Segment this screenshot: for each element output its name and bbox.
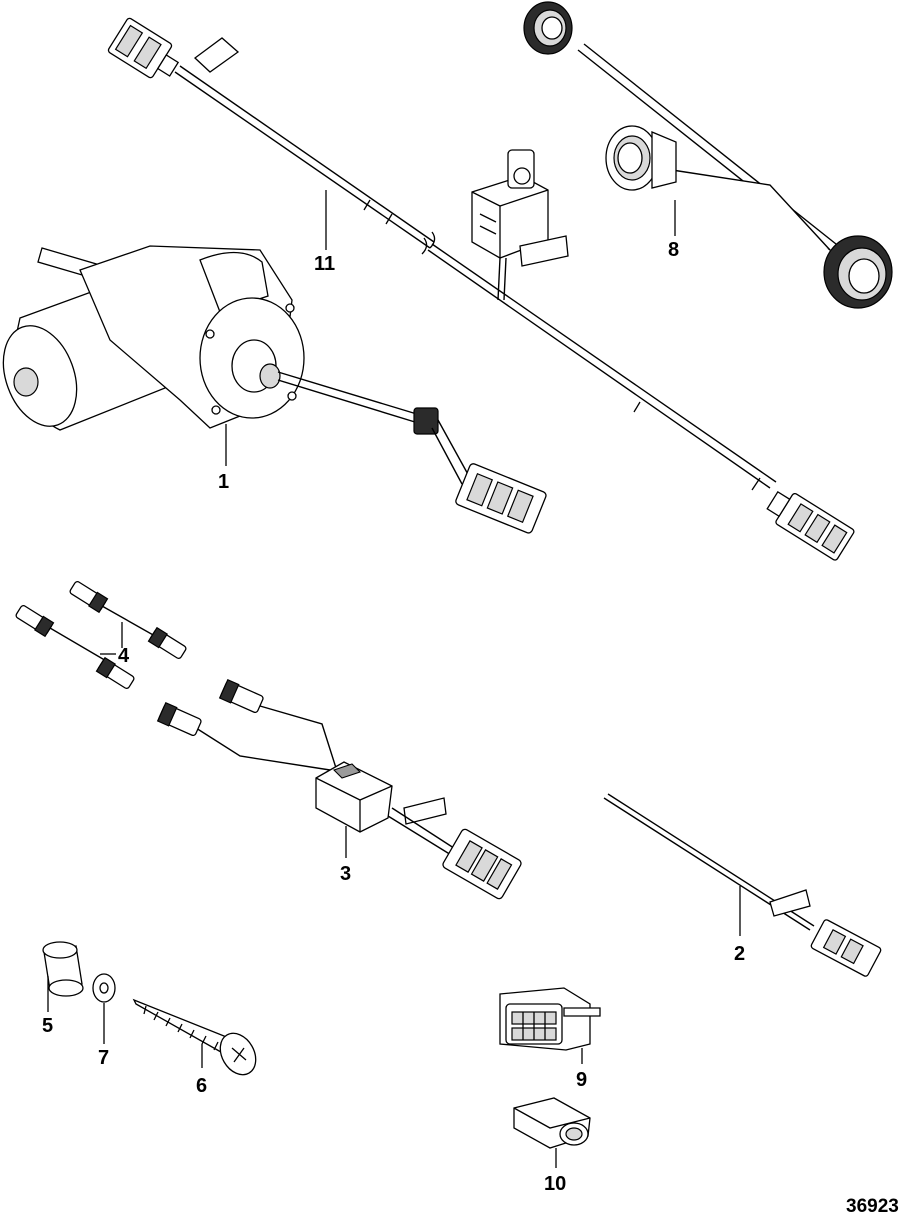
- callout-6: 6: [196, 1075, 207, 1097]
- part-11-harness: [107, 17, 855, 561]
- part-1-motor-assembly: [2, 245, 547, 534]
- relay: [471, 149, 549, 259]
- callout-8: 8: [668, 239, 679, 261]
- part-6-screw: [132, 998, 257, 1076]
- callout-4: 4: [118, 645, 130, 667]
- callout-3: 3: [340, 863, 351, 885]
- callout-1: 1: [218, 471, 229, 493]
- part-4-jumper-cables: [15, 581, 187, 689]
- part-5-spacer: [42, 941, 84, 1012]
- part-10-small-connector: [513, 1097, 591, 1168]
- callout-5: 5: [42, 1015, 53, 1037]
- callout-7: 7: [98, 1047, 109, 1069]
- callout-10: 10: [544, 1173, 566, 1195]
- part-3-y-adapter: [156, 678, 522, 900]
- callout-9: 9: [576, 1069, 587, 1091]
- part-7-washer: [92, 973, 116, 1044]
- callout-11: 11: [314, 253, 335, 275]
- part-9-connector-plug: [499, 987, 601, 1064]
- figure-id: 36923: [846, 1196, 899, 1217]
- part-2-pigtail: [603, 793, 882, 977]
- callout-2: 2: [734, 943, 745, 965]
- part-8-round-connector-harness: [523, 1, 893, 309]
